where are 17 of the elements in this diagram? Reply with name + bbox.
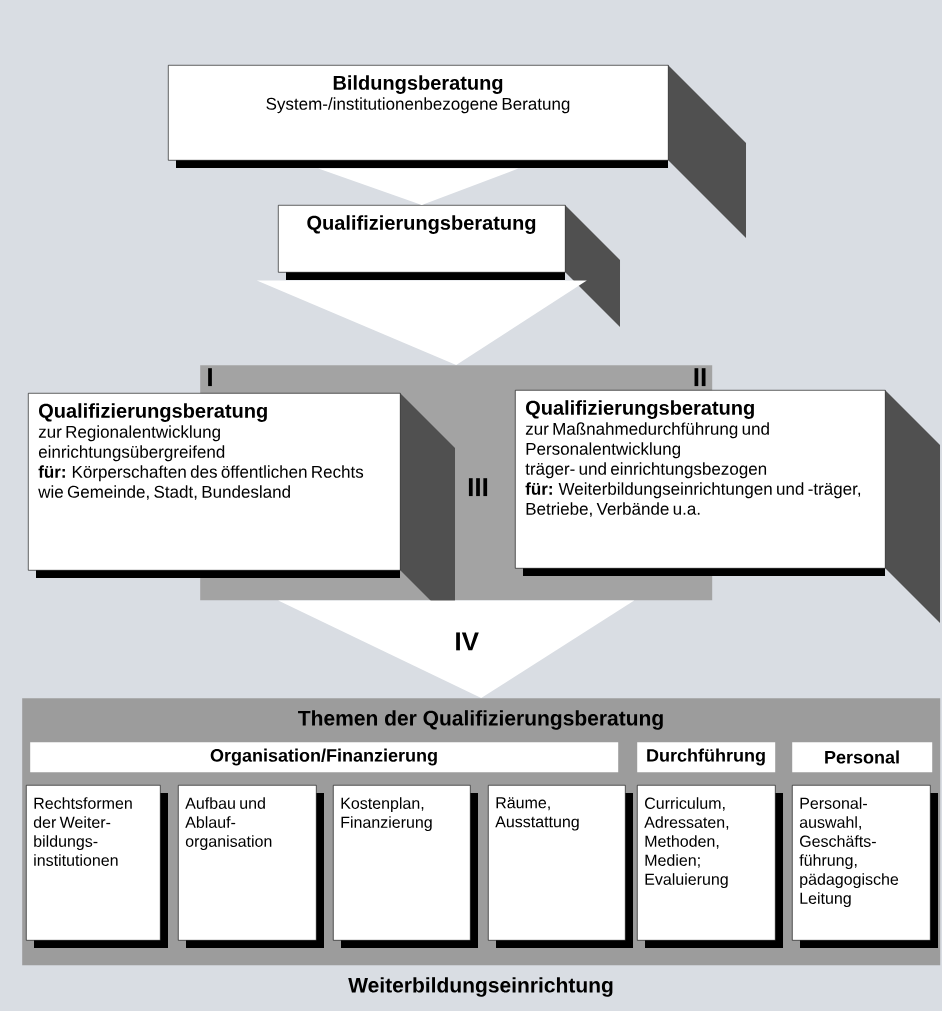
topic-box: Curriculum, Adressaten, Methoden, Medien; Evaluierung xyxy=(637,785,783,948)
edge-label: IV xyxy=(453,631,480,652)
node-label: Weiterbildungseinrichtung xyxy=(348,977,613,997)
arrow xyxy=(278,600,635,698)
process-box: Qualifizierungsberatung xyxy=(278,205,620,327)
topic-box: Personal- auswahl, Geschäfts- führung, pädagogische Leitung xyxy=(792,785,938,948)
category-header: Personal xyxy=(792,742,933,773)
topic-box: Räume, Ausstattung xyxy=(488,785,633,948)
arrow xyxy=(318,168,519,205)
process-box: Qualifizierungsberatung zur Maßnahmedurchführung und Personalentwicklung träger- und einrichtungsbezogen für: Weiterbildungseinrichtungen und -träger, Betriebe, Verbände u.a. xyxy=(515,390,940,623)
category-header: Durchführung xyxy=(637,742,776,773)
topic-box: Kostenplan, Finanzierung xyxy=(333,785,478,948)
category-header: Organisation/Finanzierung xyxy=(30,742,619,773)
process-box: Qualifizierungsberatung zur Regionalentwicklung einrichtungsübergreifend für: Körperschaften des öffentlichen Rechts wie Gemeinde, Stadt, Bundesland xyxy=(28,393,455,625)
topic-box: Aufbau und Ablauf- organisation xyxy=(178,785,324,948)
topic-box: Rechtsformen der Weiter- bildungs- institutionen xyxy=(26,785,168,948)
arrow xyxy=(256,280,587,365)
